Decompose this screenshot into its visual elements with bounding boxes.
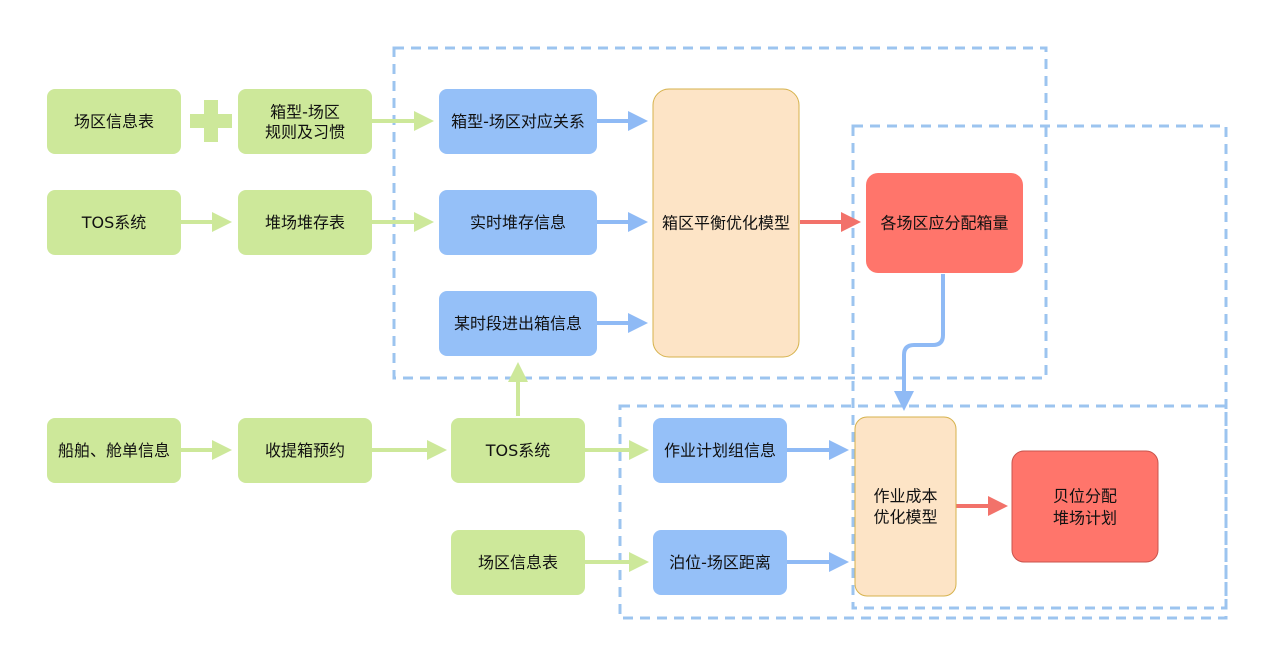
node-vessel-info: 船舶、舱单信息	[47, 418, 181, 483]
node-box-yard-relation: 箱型-场区对应关系	[439, 89, 597, 154]
node-balance-model: 箱区平衡优化模型	[652, 88, 800, 358]
svg-text:泊位-场区距离: 泊位-场区距离	[669, 553, 771, 572]
svg-text:规则及习惯: 规则及习惯	[265, 123, 345, 142]
svg-text:箱区平衡优化模型: 箱区平衡优化模型	[662, 214, 790, 233]
group-frame-balance	[392, 46, 1048, 380]
svg-text:堆场计划: 堆场计划	[1053, 509, 1117, 528]
node-tos-1: TOS系统	[47, 190, 181, 255]
node-tos-2: TOS系统	[451, 418, 585, 483]
node-booking: 收提箱预约	[238, 418, 372, 483]
svg-text:场区信息表: 场区信息表	[478, 553, 558, 572]
svg-text:贝位分配: 贝位分配	[1053, 487, 1117, 506]
svg-text:船舶、舱单信息: 船舶、舱单信息	[58, 441, 170, 460]
arrow-allocation-to-cost	[894, 274, 945, 411]
svg-text:箱型-场区对应关系: 箱型-场区对应关系	[451, 112, 585, 131]
node-bay-plan: 贝位分配 堆场计划	[1011, 450, 1159, 563]
svg-text:作业成本: 作业成本	[873, 487, 937, 506]
svg-text:某时段进出箱信息: 某时段进出箱信息	[454, 314, 582, 333]
node-period-inout: 某时段进出箱信息	[439, 291, 597, 356]
svg-text:TOS系统: TOS系统	[81, 213, 147, 232]
svg-text:优化模型: 优化模型	[873, 508, 937, 527]
plus-icon	[190, 100, 232, 142]
node-box-yard-rules: 箱型-场区 规则及习惯	[238, 89, 372, 154]
node-allocation: 各场区应分配箱量	[866, 173, 1023, 273]
svg-text:TOS系统: TOS系统	[485, 441, 551, 460]
group-frame-allocation	[851, 124, 1228, 610]
node-yard-info-2: 场区信息表	[451, 530, 585, 595]
svg-text:各场区应分配箱量: 各场区应分配箱量	[880, 214, 1008, 233]
svg-text:收提箱预约: 收提箱预约	[265, 441, 345, 460]
svg-text:堆场堆存表: 堆场堆存表	[265, 213, 345, 232]
node-yard-storage-table: 堆场堆存表	[238, 190, 372, 255]
group-frame-cost	[618, 404, 1228, 620]
node-realtime-storage: 实时堆存信息	[439, 190, 597, 255]
node-plan-group: 作业计划组信息	[653, 418, 787, 483]
node-yard-info-1: 场区信息表	[47, 89, 181, 154]
svg-text:箱型-场区: 箱型-场区	[270, 103, 340, 122]
svg-text:场区信息表: 场区信息表	[74, 112, 154, 131]
svg-text:实时堆存信息: 实时堆存信息	[470, 213, 566, 232]
svg-text:作业计划组信息: 作业计划组信息	[664, 441, 776, 460]
node-berth-distance: 泊位-场区距离	[653, 530, 787, 595]
node-cost-model: 作业成本 优化模型	[854, 416, 957, 597]
